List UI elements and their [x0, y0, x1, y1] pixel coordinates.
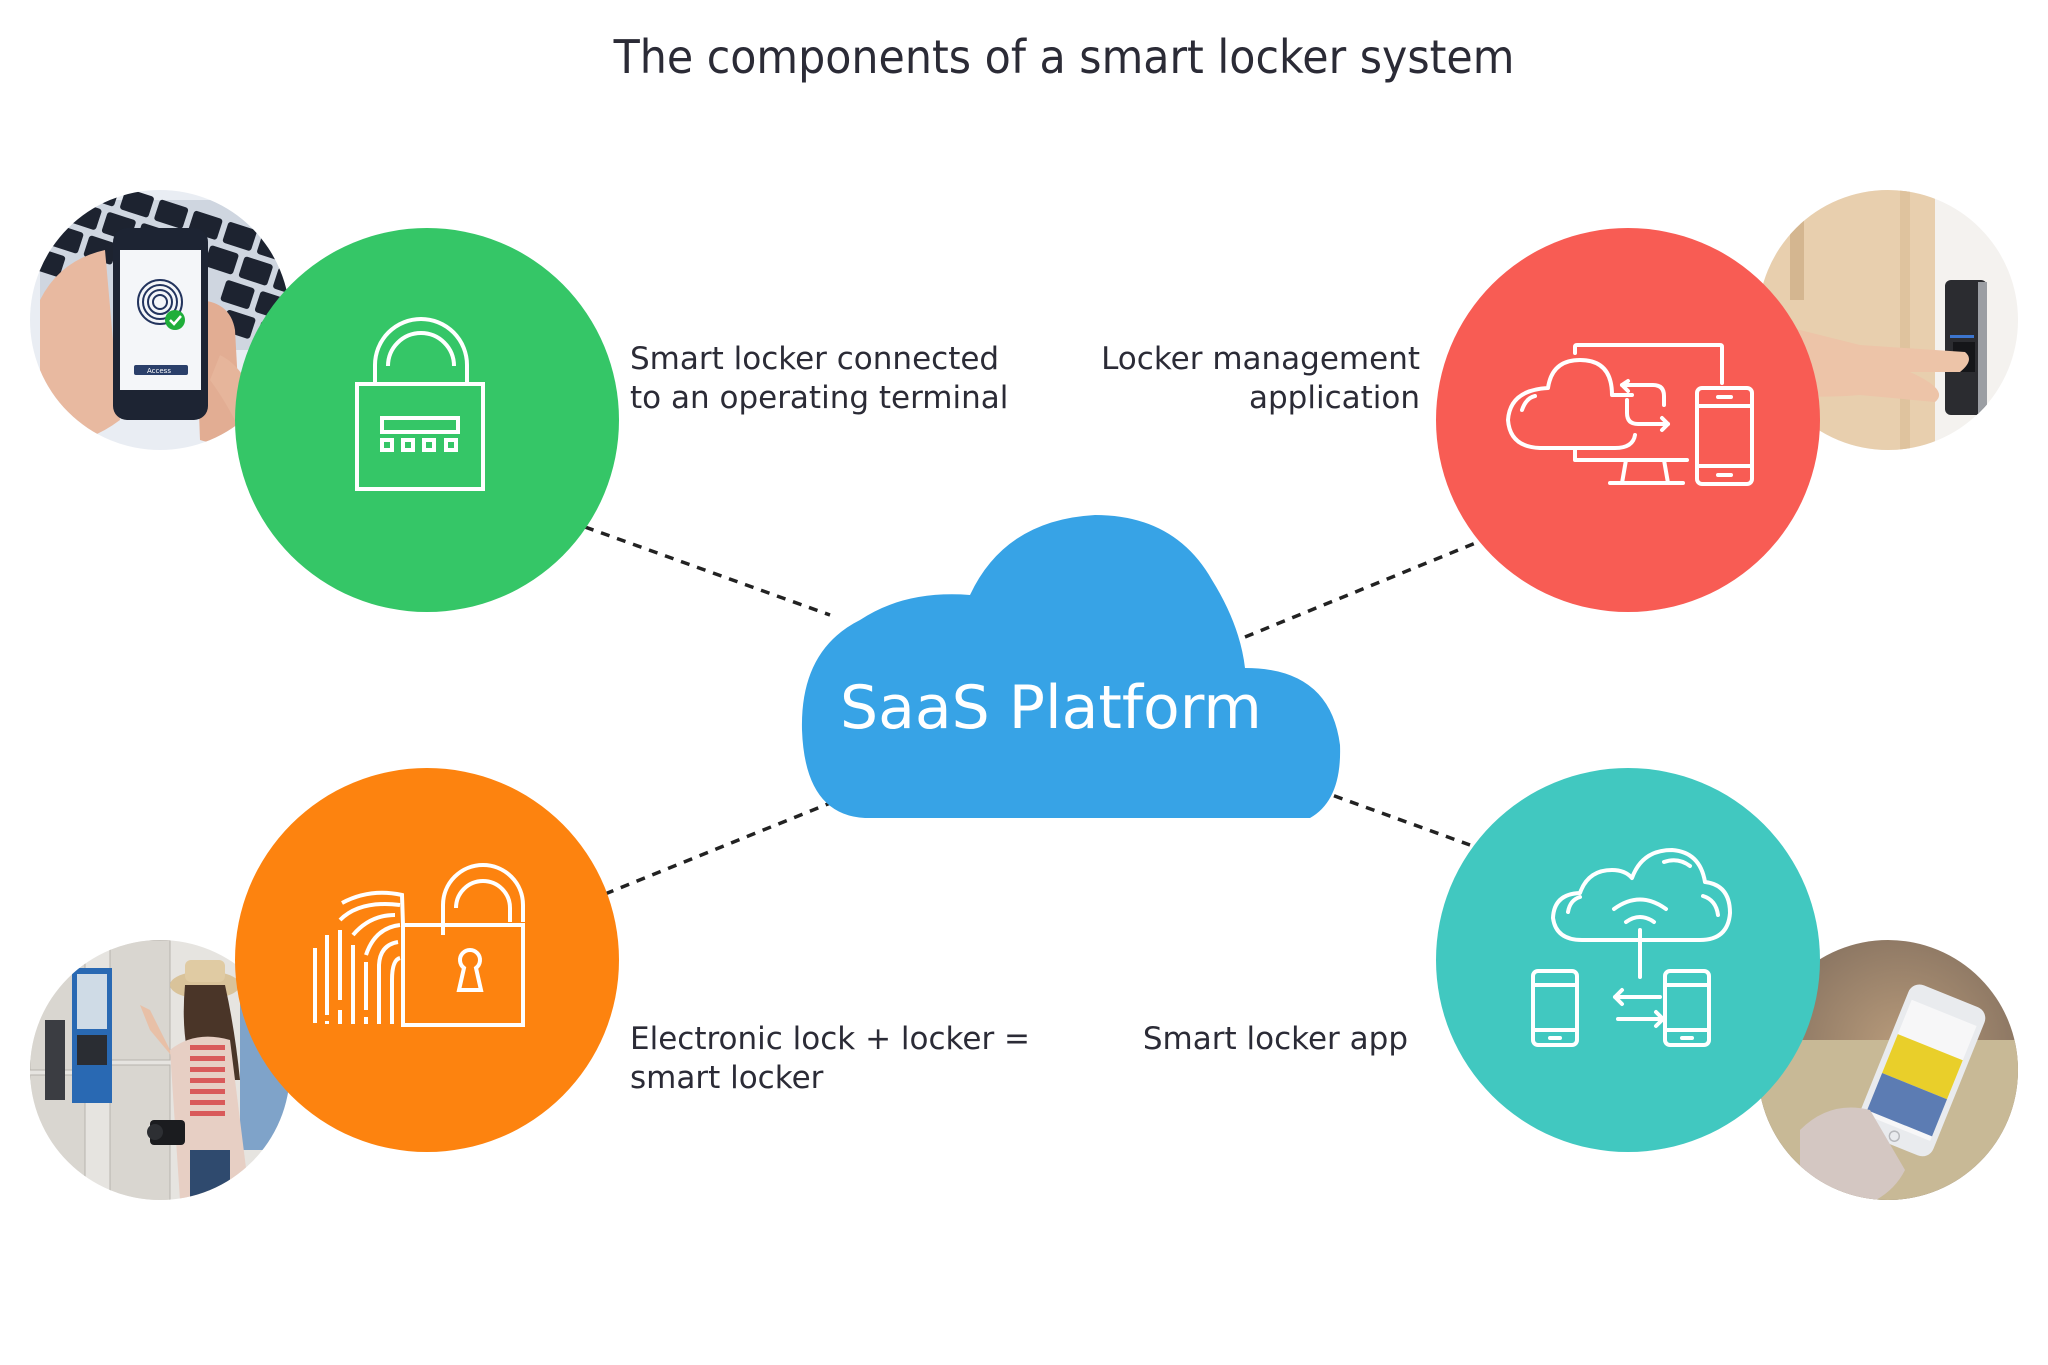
label-app: Smart locker app	[1143, 1020, 1408, 1059]
connector-bottom-right	[1317, 788, 1471, 847]
label-line: Smart locker connected	[630, 341, 1000, 377]
connector-top-left	[584, 525, 831, 617]
cloud-sync-devices-icon	[1506, 343, 1754, 486]
fingerprint-padlock-icon	[313, 863, 525, 1027]
padlock-keypad-icon	[355, 317, 485, 491]
label-line: to an operating terminal	[630, 380, 1009, 416]
label-line: Locker management	[1101, 341, 1420, 377]
connector-top-right	[1244, 540, 1479, 639]
label-line: Smart locker app	[1142, 1021, 1408, 1057]
label-line: smart locker	[630, 1060, 824, 1096]
saas-platform-cloud: SaaS Platform	[801, 515, 1341, 818]
label-electronic-lock: Electronic lock + locker = smart locker	[630, 1020, 1030, 1098]
diagram-title: The components of a smart locker system	[613, 30, 1515, 84]
label-line: application	[1249, 380, 1420, 416]
photo-phone-fingerprint: Access	[30, 190, 290, 450]
photo-access-label: Access	[147, 367, 171, 375]
component-circle-electronic-lock	[235, 768, 619, 1152]
label-terminal: Smart locker connected to an operating t…	[630, 340, 1008, 418]
cloud-phones-transfer-icon	[1531, 848, 1732, 1047]
connector-bottom-left	[604, 793, 851, 896]
label-line: Electronic lock + locker =	[630, 1021, 1031, 1057]
photo-woman-locker-kiosk	[30, 940, 290, 1200]
center-label: SaaS Platform	[840, 673, 1262, 743]
label-management: Locker management application	[1101, 340, 1420, 418]
component-circle-app	[1436, 768, 1820, 1152]
connectors	[584, 525, 1479, 896]
